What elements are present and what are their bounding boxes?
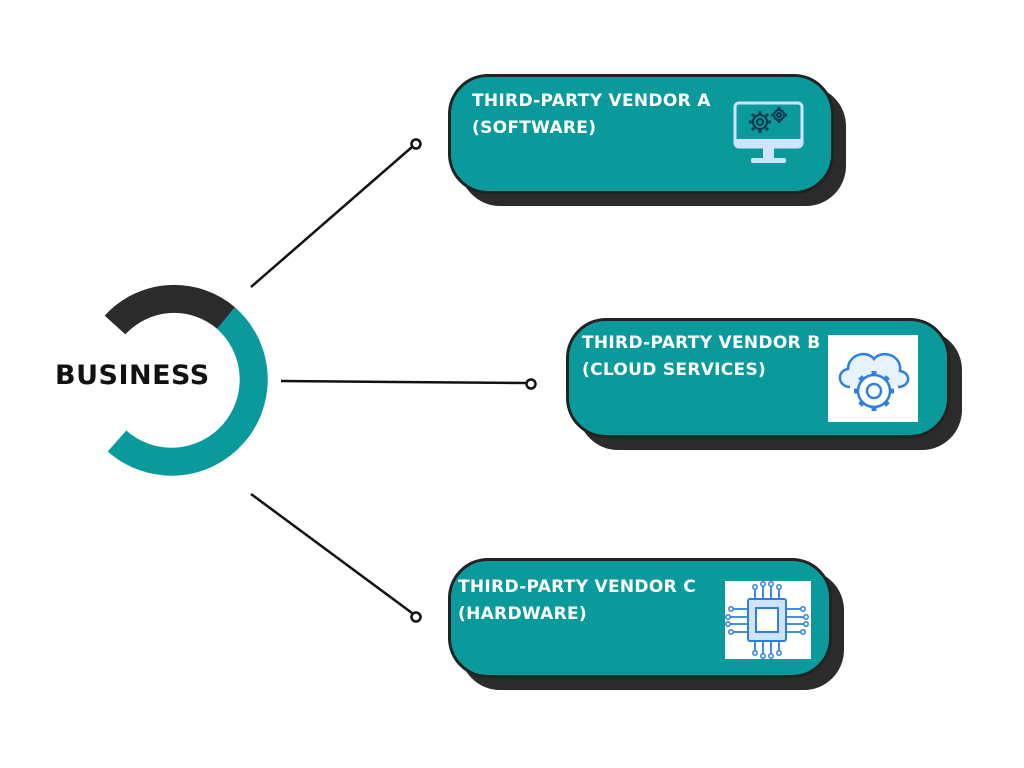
business-ring-teal-arc — [107, 307, 268, 476]
vendor-card-c[interactable]: THIRD-PARTY VENDOR C (HARDWARE) — [448, 558, 844, 690]
vendor-category: (HARDWARE) — [458, 604, 587, 624]
vendor-category: (SOFTWARE) — [472, 118, 597, 138]
connector-endpoint-c — [410, 611, 422, 623]
vendor-title: THIRD-PARTY VENDOR B (CLOUD SERVICES) — [582, 330, 820, 384]
connector-line-a — [250, 146, 413, 288]
cloud-gear-icon — [828, 335, 918, 422]
vendor-title: THIRD-PARTY VENDOR C (HARDWARE) — [458, 574, 696, 628]
business-label: BUSINESS — [55, 360, 210, 391]
connector-line-c — [250, 492, 413, 615]
business-ring-dark-arc — [104, 284, 236, 335]
connector-endpoint-a — [410, 138, 422, 150]
connector-line-b — [280, 379, 527, 385]
monitor-gears-icon — [731, 97, 806, 172]
vendor-title: THIRD-PARTY VENDOR A (SOFTWARE) — [472, 88, 711, 142]
vendor-category: (CLOUD SERVICES) — [582, 360, 767, 380]
vendor-name: THIRD-PARTY VENDOR C — [458, 577, 696, 597]
vendor-name: THIRD-PARTY VENDOR A — [472, 91, 711, 111]
chip-icon — [725, 581, 811, 659]
vendor-card-b[interactable]: THIRD-PARTY VENDOR B (CLOUD SERVICES) — [566, 318, 962, 450]
vendor-name: THIRD-PARTY VENDOR B — [582, 333, 821, 353]
connector-endpoint-b — [525, 378, 537, 390]
vendor-card-a[interactable]: THIRD-PARTY VENDOR A (SOFTWARE) — [448, 74, 846, 206]
